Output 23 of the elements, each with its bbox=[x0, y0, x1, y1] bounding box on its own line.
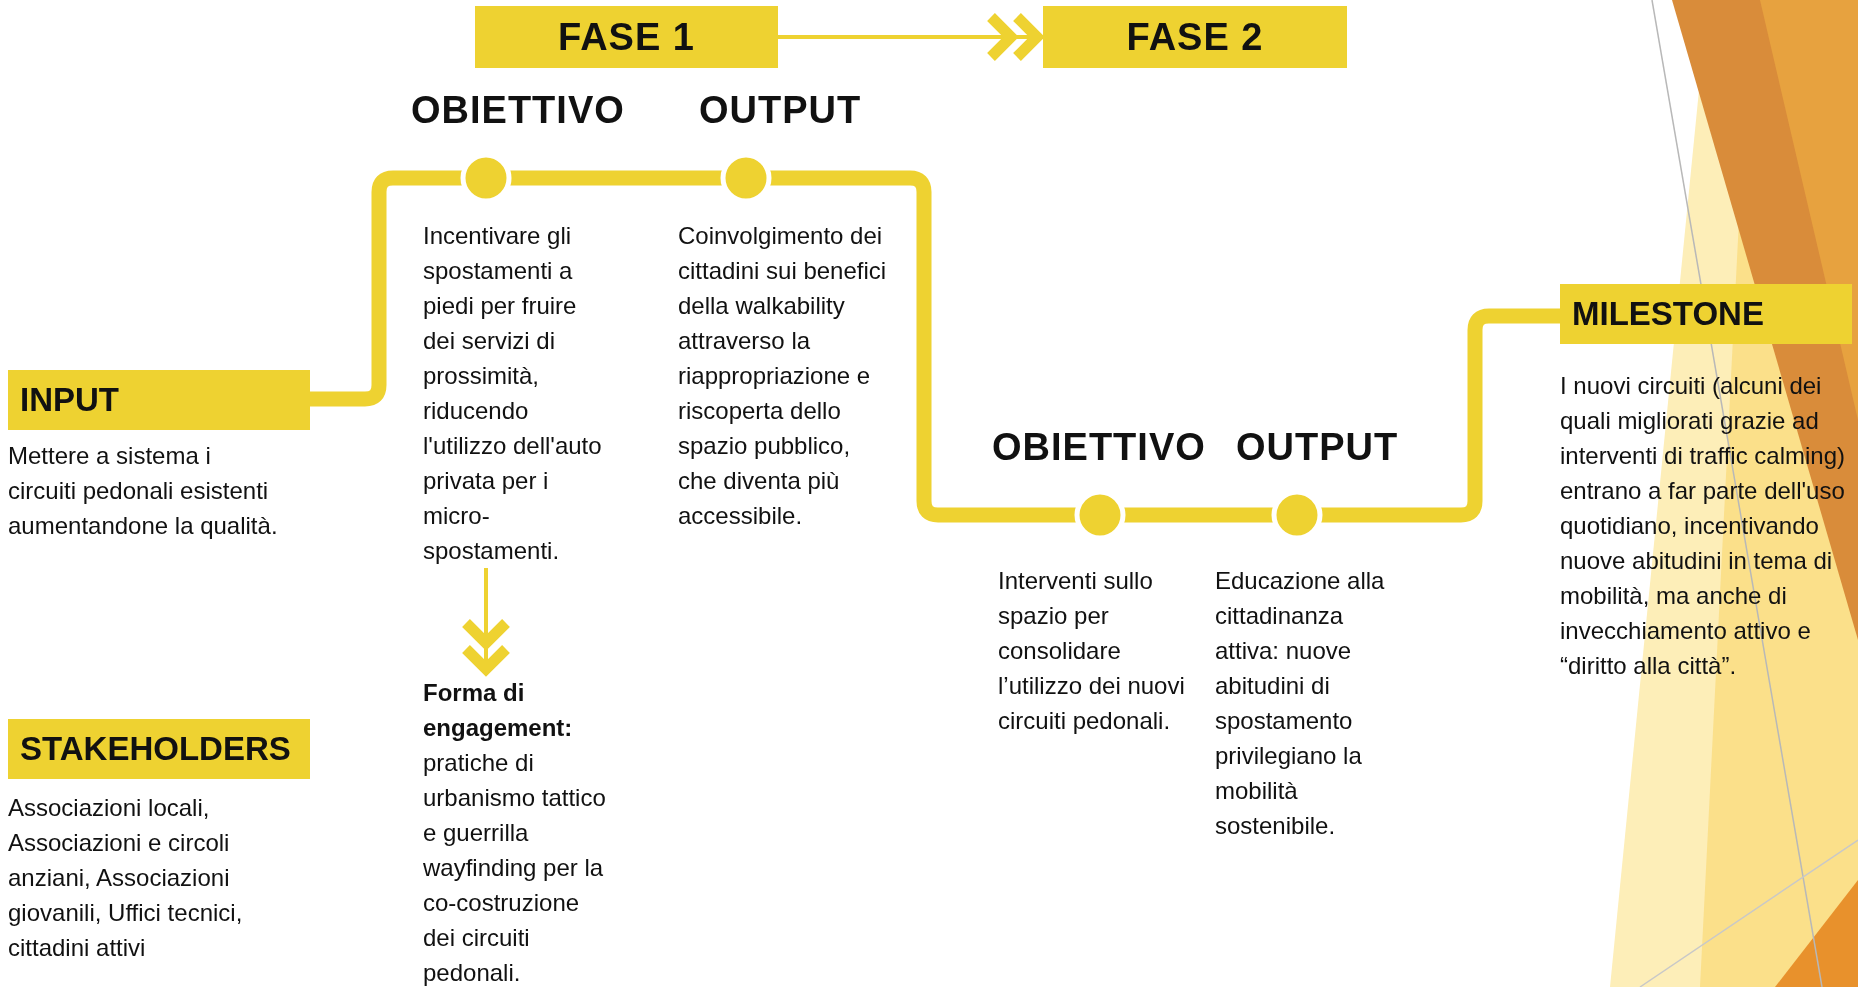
description-text: Coinvolgimento dei cittadini sui benefici della walkability attraverso la riappropriazione e riscoperta dello spazio pubblico, che diventa più accessibile. bbox=[678, 221, 888, 531]
step-heading: OUTPUT bbox=[1236, 425, 1399, 469]
timeline-line bbox=[1124, 507, 1273, 523]
chevron-arrow bbox=[778, 11, 1043, 63]
step-heading: OBIETTIVO bbox=[411, 88, 625, 132]
timeline-line bbox=[510, 170, 722, 186]
section-heading: INPUT bbox=[8, 370, 310, 430]
description-text: Interventi sullo spazio per consolidare l’utilizzo dei nuovi circuiti pedonali. bbox=[998, 566, 1186, 736]
description-text: Incentivare gli spostamenti a piedi per fruire dei servizi di prossimità, riducendo l'utilizzo dell'auto privata per i micro-spostamenti. bbox=[423, 221, 603, 566]
engagement-text: Forma di engagement: pratiche di urbanismo tattico e guerrilla wayfinding per la co-costruzione dei circuiti pedonali. bbox=[423, 678, 607, 987]
timeline-line bbox=[770, 170, 1076, 523]
description-text: Mettere a sistema i circuiti pedonali esistenti aumentandone la qualità. bbox=[8, 441, 279, 541]
description-text: Associazioni locali, Associazioni e circoli anziani, Associazioni giovanili, Uffici tecnici, cittadini attivi bbox=[8, 793, 244, 963]
phase-banner: FASE 2 bbox=[1043, 6, 1347, 68]
description-text: Educazione alla cittadinanza attiva: nuove abitudini di spostamento privilegiano la mobilità sostenibile. bbox=[1215, 566, 1386, 841]
description-text: I nuovi circuiti (alcuni dei quali migliorati grazie ad interventi di traffic calming) entrano a far parte dell'uso quotidiano, incentivando nuove abitudini in tema di mobilità, ma anche di invecchiamento attivo e “diritto alla città”. bbox=[1560, 371, 1846, 681]
section-heading: STAKEHOLDERS bbox=[8, 719, 310, 779]
section-heading: MILESTONE bbox=[1560, 284, 1852, 344]
step-heading: OUTPUT bbox=[699, 88, 862, 132]
chevron-arrow bbox=[460, 568, 512, 675]
timeline-line bbox=[1321, 308, 1560, 523]
phase-banner: FASE 1 bbox=[475, 6, 778, 68]
step-heading: OBIETTIVO bbox=[992, 425, 1206, 469]
